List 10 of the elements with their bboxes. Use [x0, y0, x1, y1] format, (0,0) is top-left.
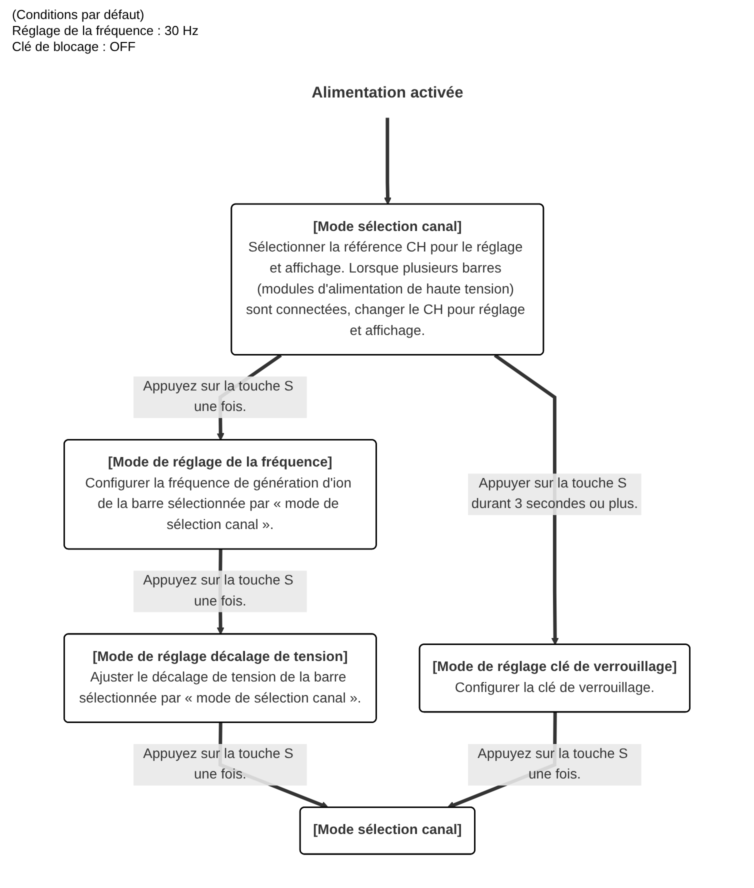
edge-label: Appuyez sur la touche S une fois.: [478, 746, 628, 782]
note-text: Clé de blocage : OFF: [12, 39, 137, 54]
note-text: (Conditions par défaut): [12, 7, 146, 22]
edge-label: Appuyez sur la touche S une fois.: [143, 379, 294, 415]
edge-label: Appuyer sur la touche S durant 3 secondes ou plus.: [471, 476, 638, 512]
arrow: [384, 117, 392, 205]
node-text: Alimentation activée: [312, 84, 464, 101]
edge-label: Appuyez sur la touche S une fois.: [143, 573, 294, 609]
note-text: Réglage de la fréquence : 30 Hz: [12, 23, 200, 38]
edge-label: Appuyez sur la touche S une fois.: [143, 746, 294, 782]
